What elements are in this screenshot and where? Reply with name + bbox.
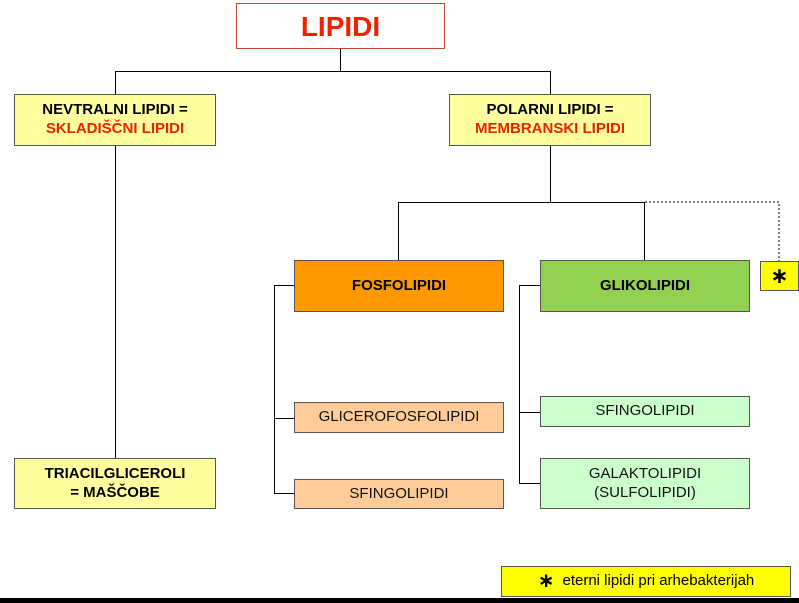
phospholipids-label: FOSFOLIPIDI <box>351 276 447 294</box>
connector <box>274 285 275 493</box>
connector <box>115 145 116 458</box>
title-box: LIPIDI <box>236 3 445 49</box>
connector <box>550 71 551 94</box>
connector <box>274 285 294 286</box>
connector <box>115 71 116 94</box>
glycolipids-box: GLIKOLIPIDI <box>540 260 750 312</box>
polar-lipids-sublabel: MEMBRANSKI LIPIDI <box>475 120 625 137</box>
glyco-sphingolipids-label: SFINGOLIPIDI <box>595 402 695 420</box>
legend-text: eterni lipidi pri arhebakterijah <box>562 572 755 590</box>
connector <box>550 145 551 202</box>
polar-lipids-box: POLARNI LIPIDI = MEMBRANSKI LIPIDI <box>449 94 651 146</box>
asterisk-icon: ∗ <box>770 263 789 289</box>
connector <box>274 418 294 419</box>
connector <box>115 71 551 72</box>
connector <box>398 202 399 260</box>
connector <box>398 202 645 203</box>
page-title: LIPIDI <box>300 10 381 42</box>
legend-box: ∗ eterni lipidi pri arhebakterijah <box>501 566 791 597</box>
neutral-lipids-label: NEVTRALNI LIPIDI = <box>42 101 188 119</box>
bottom-border <box>0 598 799 603</box>
phospho-sphingolipids-label: SFINGOLIPIDI <box>349 484 449 502</box>
triacylglycerols-label: TRIACILGLICEROLI <box>44 464 186 482</box>
asterisk-icon: ∗ <box>537 570 555 592</box>
connector <box>519 412 540 413</box>
sulfolipids-label: (SULFOLIPIDI) <box>594 483 696 501</box>
glycerophospholipids-label: GLICEROFOSFOLIPIDI <box>318 408 480 426</box>
neutral-lipids-box: NEVTRALNI LIPIDI = SKLADIŠČNI LIPIDI <box>14 94 216 146</box>
connector <box>644 202 645 260</box>
connector <box>519 483 540 484</box>
connector <box>519 285 540 286</box>
connector <box>274 493 294 494</box>
polar-lipids-label: POLARNI LIPIDI = <box>486 101 614 119</box>
connector <box>340 48 341 71</box>
ether-marker-box: ∗ <box>760 261 799 291</box>
triacylglycerols-sublabel: = MAŠČOBE <box>70 483 160 501</box>
triacylglycerols-box: TRIACILGLICEROLI = MAŠČOBE <box>14 458 216 509</box>
glyco-sphingolipids-box: SFINGOLIPIDI <box>540 396 750 427</box>
glycolipids-label: GLIKOLIPIDI <box>600 276 690 294</box>
phospholipids-box: FOSFOLIPIDI <box>294 260 504 312</box>
galactolipids-label: GALAKTOLIPIDI <box>588 464 702 482</box>
glycerophospholipids-box: GLICEROFOSFOLIPIDI <box>294 402 504 433</box>
neutral-lipids-sublabel: SKLADIŠČNI LIPIDI <box>45 120 185 137</box>
phospho-sphingolipids-box: SFINGOLIPIDI <box>294 479 504 509</box>
galactolipids-box: GALAKTOLIPIDI (SULFOLIPIDI) <box>540 458 750 509</box>
connector <box>519 285 520 483</box>
